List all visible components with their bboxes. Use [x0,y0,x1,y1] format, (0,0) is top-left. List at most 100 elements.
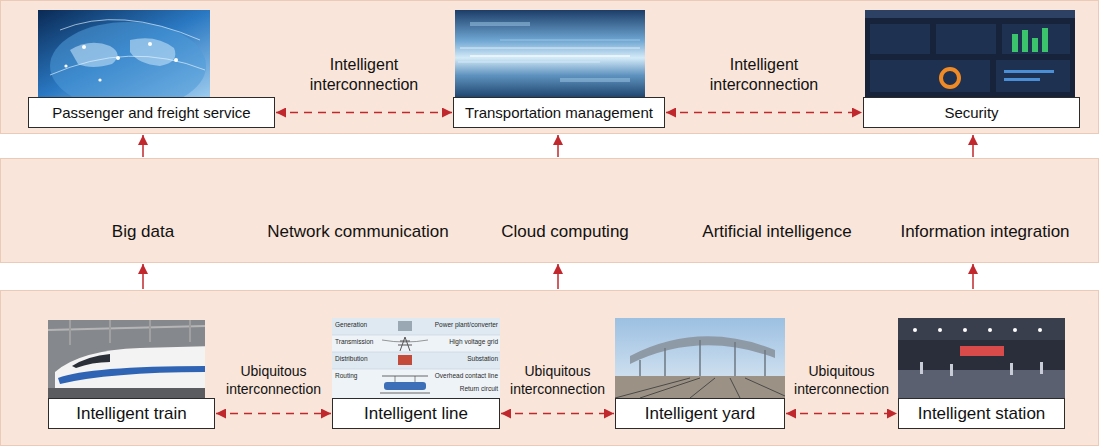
interconnection-arrow [501,413,614,415]
globe-picture-part [174,58,178,62]
dashboard-picture [865,10,1075,97]
support-arrow [557,135,559,157]
interconnection-arrow [216,413,331,415]
dashboard-picture-part [1042,28,1048,52]
management-picture-part [500,40,640,41]
power-line-picture-part [332,352,500,353]
box-label: Passenger and freight service [52,104,250,121]
box-label: Intelligent train [76,404,187,424]
picture-label: Routing [335,372,357,380]
station-hall-picture-part [950,364,953,376]
dashboard-picture-part [865,10,1075,18]
connector-label: Ubiquitous interconnection [787,361,897,397]
technology-label: Network communication [267,221,448,243]
dashboard-picture-part [996,60,1070,92]
station-hall-picture-part [1013,328,1017,332]
yard-picture-part [615,318,785,398]
support-arrow [972,264,974,289]
picture-label: Substation [467,355,498,363]
box-label: Intelligent line [364,404,468,424]
interconnection-arrow [666,112,862,114]
power-line-picture-part [332,352,500,369]
component-box: Intelligent train [48,398,215,429]
power-line-picture-part [332,335,500,336]
support-arrow [972,135,974,157]
connector-group [143,113,973,414]
support-arrow [557,264,559,289]
management-picture-part [560,78,630,82]
station-hall-picture-part [898,318,1065,340]
service-box: Transportation management [453,97,665,128]
globe-picture [38,10,210,110]
technology-band: Big data Network communication Cloud compu… [0,158,1099,263]
train-picture-part [55,346,205,388]
power-line-picture-part [395,376,396,382]
connector-label: Intelligent interconnection [699,55,829,97]
dashboard-picture-part [865,10,1075,97]
dashboard-picture-part [941,69,959,87]
component-box: Intelligent line [332,398,500,429]
station-hall-picture-part [913,328,917,332]
yard-picture-part [615,376,785,398]
power-line-picture [332,318,500,398]
power-line-picture-part [415,376,416,382]
globe-picture-part [64,64,67,67]
dashboard-picture-part [1004,78,1040,81]
power-line-picture-part [380,393,430,394]
globe-picture-part [50,56,205,75]
power-line-picture-part [398,337,412,351]
technology-label: Information integration [900,221,1069,243]
dashboard-picture-part [1012,34,1018,52]
picture-label: Power plant/converter [435,321,498,329]
management-picture-part [455,10,645,97]
power-line-picture-part [398,355,412,365]
power-line-picture-part [382,376,428,377]
interconnection-arrow [786,413,897,415]
connector-label: Intelligent interconnection [299,55,429,97]
train-picture-part [58,366,205,384]
box-label: Security [944,104,998,121]
globe-picture-part [98,78,101,81]
picture-label: Distribution [335,355,368,363]
train-picture-part [48,320,205,398]
box-label: Intelligent yard [645,404,756,424]
station-hall-picture-part [1010,363,1013,375]
picture-label: Generation [335,321,367,329]
power-line-picture-part [382,340,428,342]
connector-label: Ubiquitous interconnection [503,361,613,397]
management-picture-part [458,62,600,63]
train-picture-part [48,388,205,398]
train-picture-part [48,320,205,398]
interconnection-arrow [276,112,452,114]
station-hall-picture-part [898,370,1065,398]
technology-label: Big data [112,221,174,243]
train-picture-part [48,326,205,330]
box-label: Transportation management [465,104,653,121]
technology-label: Artificial intelligence [702,221,851,243]
dashboard-picture-part [870,24,930,54]
globe-picture-part [130,38,175,66]
yard-picture-part [615,378,785,398]
globe-picture-part [70,43,118,67]
dashboard-picture-part [1002,24,1070,54]
globe-picture-part [38,10,210,97]
yard-picture-part [630,336,775,364]
station-hall-picture-part [920,362,923,374]
power-line-picture-part [332,369,500,370]
globe-picture-part [60,20,200,40]
component-box: Intelligent yard [615,398,785,429]
picture-label: Transmission [335,338,373,346]
dashboard-picture-part [936,24,996,54]
connector-label: Ubiquitous interconnection [219,361,329,397]
support-arrow [142,135,144,157]
picture-label: High voltage grid [449,338,498,346]
train-picture-part [72,354,110,368]
layer-band: Intelligent train Intelligent line Intelli… [0,290,1099,446]
support-arrow [142,264,144,289]
picture-label: Overhead contact line [435,372,498,380]
globe-picture-part [148,42,152,46]
train-picture [48,320,210,398]
globe-picture-part [50,20,206,97]
technology-label: Cloud computing [501,221,629,243]
dashboard-picture-part [1022,30,1028,52]
